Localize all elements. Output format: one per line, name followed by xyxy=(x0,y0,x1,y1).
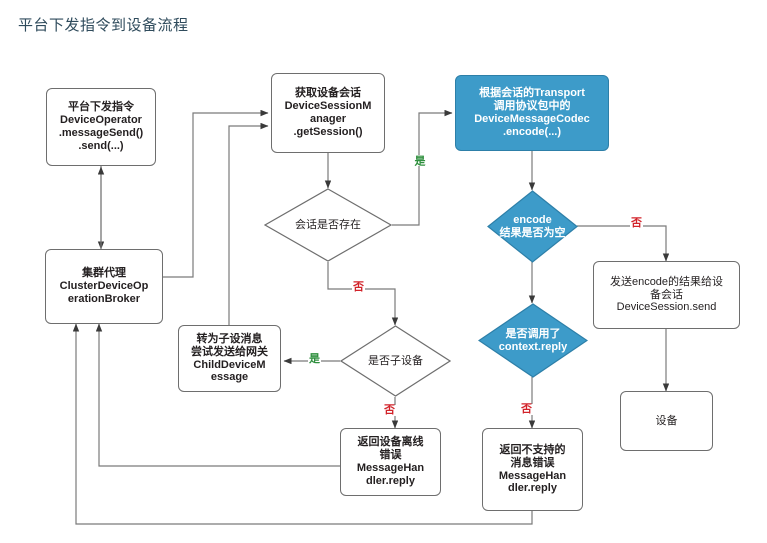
session-exists-shape xyxy=(264,188,392,262)
page-title: 平台下发指令到设备流程 xyxy=(18,17,189,34)
edge-unsupported-to-broker xyxy=(72,323,533,525)
node-device-label: 设备 xyxy=(655,414,678,427)
edge-label-session-exists-yes: 是 xyxy=(412,155,425,166)
edge-label-context-reply-no: 否 xyxy=(520,403,533,415)
edge-label-is-child-device-yes: 是 xyxy=(308,353,321,365)
edge-label-is-child-device-no: 否 xyxy=(383,404,396,416)
encode-empty-shape xyxy=(487,190,578,263)
edge-label-session-exists-no: 否 xyxy=(352,281,365,293)
node-is-child-device[interactable]: 是否子设备 xyxy=(340,325,451,397)
edge-encodeempty-no-to-send xyxy=(577,225,670,262)
edge-broker-to-getsession xyxy=(163,109,269,278)
edge-sessionexists-yes-to-encode xyxy=(392,109,453,226)
context-reply-shape xyxy=(478,303,588,378)
edge-label-encode-empty-no: 否 xyxy=(630,217,643,229)
is-child-device-shape xyxy=(340,325,451,397)
node-device[interactable]: 设备 xyxy=(620,391,713,451)
edge-childmsg-to-getsession xyxy=(228,122,269,325)
edge-sessionexists-no-to-ischild xyxy=(327,262,399,326)
node-session-exists[interactable]: 会话是否存在 xyxy=(264,188,392,262)
